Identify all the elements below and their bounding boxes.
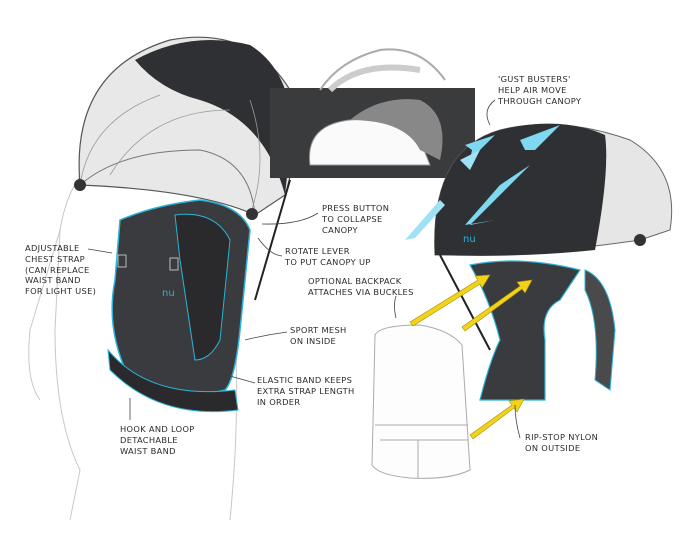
leader-lines <box>87 99 521 439</box>
label-sport-mesh: SPORT MESH ON INSIDE <box>290 325 347 346</box>
label-rip-stop: RIP-STOP NYLON ON OUTSIDE <box>525 432 599 453</box>
collapse-inset <box>270 48 475 178</box>
left-harness <box>107 199 251 413</box>
label-press-button: PRESS BUTTON TO COLLAPSE CANOPY <box>322 203 390 235</box>
right-canopy <box>405 123 673 256</box>
label-elastic-band: ELASTIC BAND KEEPS EXTRA STRAP LENGTH IN… <box>257 375 355 407</box>
right-harness <box>439 254 616 401</box>
attach-arrows <box>409 274 533 440</box>
brand-mark-left: nu <box>162 288 175 299</box>
label-rotate-lever: ROTATE LEVER TO PUT CANOPY UP <box>285 246 371 267</box>
brand-mark-right: nu <box>463 234 476 245</box>
label-chest-strap: ADJUSTABLE CHEST STRAP (CAN REPLACE WAIS… <box>25 243 97 297</box>
label-gust-busters: 'GUST BUSTERS' HELP AIR MOVE THROUGH CAN… <box>498 74 582 106</box>
label-hook-loop: HOOK AND LOOP DETACHABLE WAIST BAND <box>120 424 195 456</box>
label-optional-backpack: OPTIONAL BACKPACK ATTACHES VIA BUCKLES <box>308 276 414 297</box>
optional-backpack <box>371 324 471 479</box>
